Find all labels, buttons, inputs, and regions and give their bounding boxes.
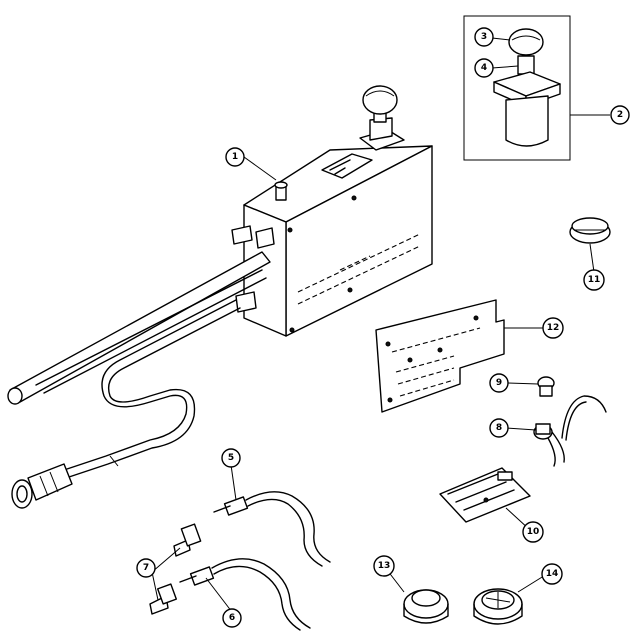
callout-3: 3: [474, 27, 494, 47]
callout-4: 4: [474, 58, 494, 78]
svg-text:5: 5: [228, 453, 234, 463]
svg-text:4: 4: [481, 63, 487, 73]
svg-text:10: 10: [527, 527, 540, 537]
callout-9: 9: [489, 373, 509, 393]
svg-text:14: 14: [546, 569, 559, 579]
callout-12: 12: [542, 317, 564, 339]
callout-14: 14: [541, 563, 563, 585]
callout-11: 11: [583, 269, 605, 291]
joystick-unit-detail: [463, 15, 571, 161]
indicator-lamp-parts: [533, 376, 607, 467]
control-box-assembly: [7, 85, 433, 509]
small-board-part: [439, 467, 531, 523]
screw-parts: [149, 523, 202, 615]
circuit-board-part: [375, 299, 505, 413]
callout-1: 1: [225, 147, 245, 167]
callout-10: 10: [522, 521, 544, 543]
svg-text:6: 6: [229, 613, 235, 623]
svg-text:8: 8: [496, 423, 502, 433]
callout-5: 5: [221, 448, 241, 468]
svg-text:13: 13: [378, 561, 391, 571]
callout-7: 7: [136, 558, 156, 578]
callout-6: 6: [222, 608, 242, 628]
grommet-parts: [403, 588, 523, 625]
svg-text:1: 1: [232, 152, 238, 162]
callout-2: 2: [610, 105, 630, 125]
svg-text:11: 11: [588, 275, 601, 285]
callout-8: 8: [489, 418, 509, 438]
sensor-parts: [179, 491, 331, 631]
cap-part: [569, 217, 611, 244]
callout-13: 13: [373, 555, 395, 577]
svg-text:3: 3: [481, 32, 487, 42]
svg-text:9: 9: [496, 378, 502, 388]
svg-text:7: 7: [143, 563, 149, 573]
svg-text:12: 12: [547, 323, 560, 333]
svg-text:2: 2: [617, 110, 623, 120]
